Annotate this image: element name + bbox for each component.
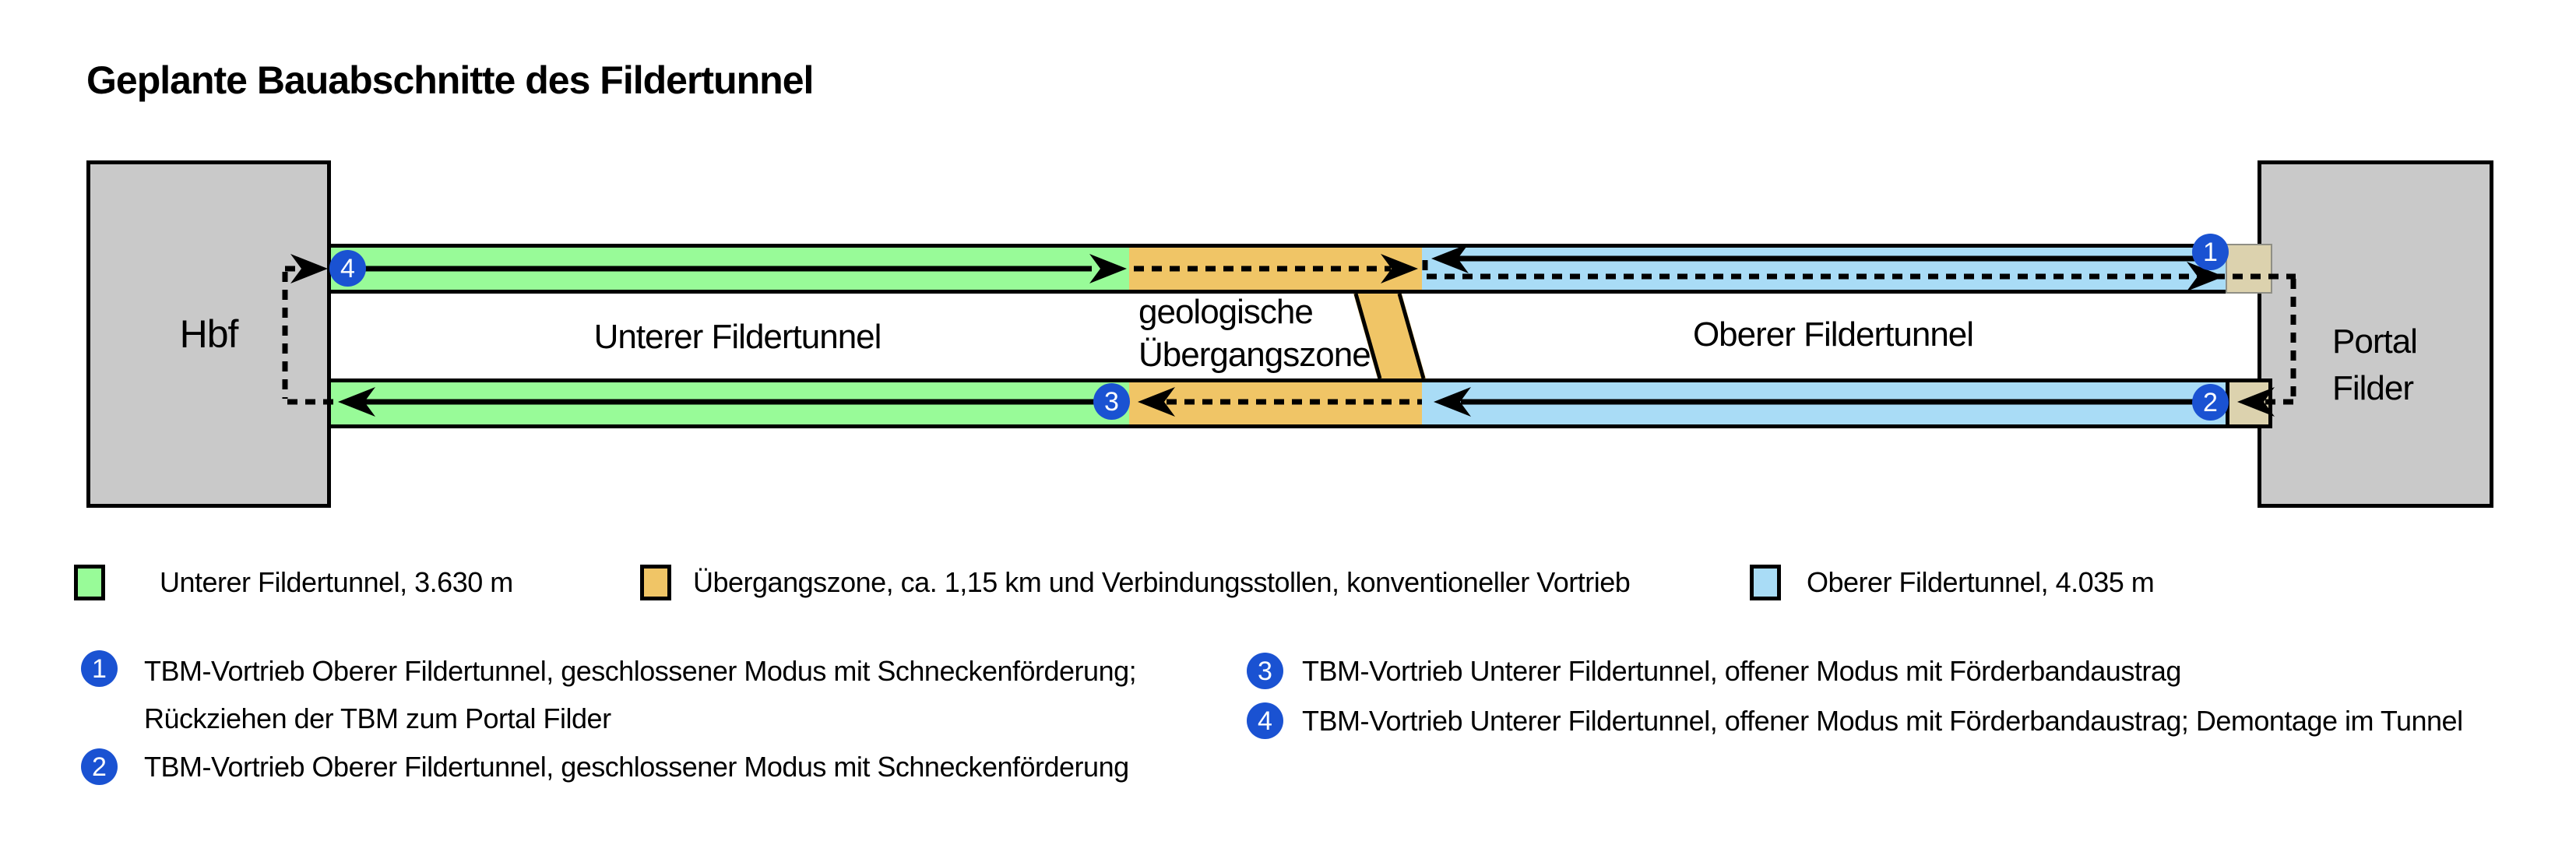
step-2-text: TBM-Vortrieb Oberer Fildertunnel, geschl…: [144, 751, 1129, 783]
transition-label-line2: Übergangszone: [1138, 336, 1371, 374]
step-1-text-line1: TBM-Vortrieb Oberer Fildertunnel, geschl…: [144, 655, 1137, 687]
upper-tube-upper-fildertunnel-segment: [1422, 248, 2226, 290]
lower-tube-upper-fildertunnel-segment: [1422, 382, 2226, 424]
phase-marker-2: 2: [2192, 384, 2229, 421]
phase-marker-1: 1: [2192, 234, 2229, 270]
phase-marker-3: 3: [1093, 383, 1130, 420]
legend-label-oberer-fildertunnel: Oberer Fildertunnel, 4.035 m: [1807, 566, 2155, 598]
upper-tube-transition-segment: [1129, 248, 1422, 290]
page-title: Geplante Bauabschnitte des Fildertunnel: [86, 58, 814, 102]
legend-swatch-oberer-fildertunnel: [1750, 565, 1781, 600]
label-oberer-fildertunnel: Oberer Fildertunnel: [1692, 315, 1974, 354]
tbm-launch-box-bottom: [2226, 378, 2272, 428]
legend-label-unterer-fildertunnel: Unterer Fildertunnel, 3.630 m: [160, 566, 513, 598]
upper-tube-lower-fildertunnel-segment: [331, 248, 1129, 290]
portal-label-line1: Portal: [2332, 322, 2418, 361]
step-1-text-line2: Rückziehen der TBM zum Portal Filder: [144, 702, 611, 734]
step-2-badge: 2: [81, 748, 118, 785]
step-4-text: TBM-Vortrieb Unterer Fildertunnel, offen…: [1302, 705, 2463, 737]
step-3-badge: 3: [1247, 653, 1283, 689]
phase-marker-4: 4: [329, 250, 366, 287]
step-4-badge: 4: [1247, 702, 1283, 739]
station-portal-box: Portal Filder: [2258, 160, 2493, 508]
upper-tube: [331, 244, 2226, 294]
transition-label-line1: geologische: [1138, 293, 1314, 331]
legend-swatch-unterer-fildertunnel: [74, 565, 105, 600]
legend-label-uebergangszone: Übergangszone, ca. 1,15 km und Verbindun…: [693, 566, 1631, 598]
label-unterer-fildertunnel: Unterer Fildertunnel: [593, 318, 882, 356]
portal-label-line2: Filder: [2332, 369, 2414, 407]
lower-tube-transition-segment: [1129, 382, 1422, 424]
step-3-text: TBM-Vortrieb Unterer Fildertunnel, offen…: [1302, 655, 2181, 687]
lower-tube-lower-fildertunnel-segment: [331, 382, 1129, 424]
station-portal-label: Portal Filder: [2332, 319, 2418, 412]
station-hbf-label: Hbf: [179, 312, 239, 356]
step-1-badge: 1: [81, 650, 118, 687]
station-hbf-box: Hbf: [86, 160, 331, 508]
label-geologische-uebergangszone: geologische Übergangszone: [1138, 290, 1371, 376]
tbm-launch-box-top: [2226, 244, 2272, 294]
legend-swatch-uebergangszone: [640, 565, 671, 600]
lower-tube: [331, 378, 2226, 428]
